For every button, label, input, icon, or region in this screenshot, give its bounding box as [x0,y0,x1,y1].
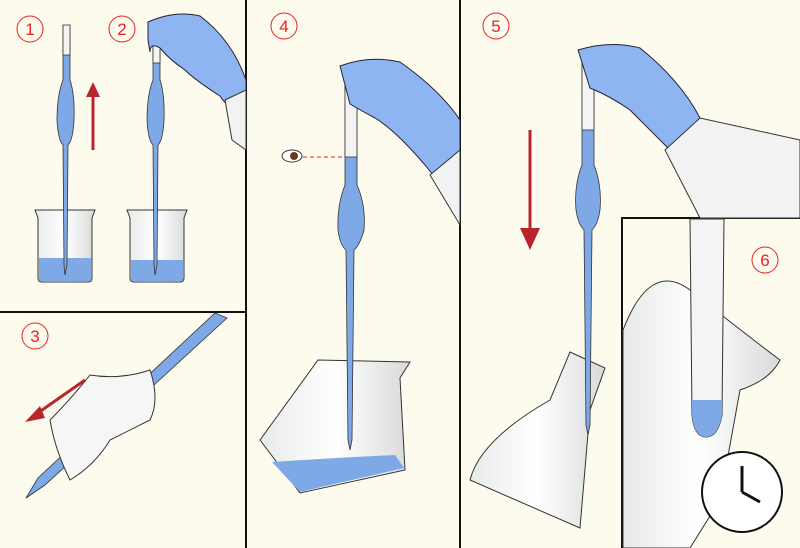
step-number-6: 6 [751,246,779,274]
svg-text:2: 2 [117,20,126,39]
svg-text:5: 5 [491,17,500,36]
eye-icon [281,149,303,163]
svg-text:1: 1 [25,20,34,39]
panel-4-adjust-meniscus [259,58,461,494]
gloved-hand [147,13,247,111]
panel-3-wipe [25,312,228,499]
step-number-1: 1 [16,15,44,43]
svg-text:4: 4 [279,17,288,36]
step-number-3: 3 [21,322,49,350]
step-number-2: 2 [108,15,136,43]
pipette [146,25,165,276]
panel-5-dispense [469,44,800,529]
svg-text:3: 3 [30,327,39,346]
svg-text:6: 6 [760,251,769,270]
panel-1-fill-pipette [34,24,100,283]
tissue-paper [49,369,156,481]
pipette [56,25,75,276]
arrow-down-left-icon [25,378,86,422]
arrow-down-icon [520,130,540,250]
pipette [337,69,365,451]
panel-2-suction [126,13,247,283]
erlenmeyer-flask [469,351,606,529]
panel-6-wait [622,218,783,548]
step-number-5: 5 [482,12,510,40]
clock-icon [701,451,783,533]
step-number-4: 4 [270,12,298,40]
arrow-up-icon [86,82,100,150]
pipette [575,54,601,436]
